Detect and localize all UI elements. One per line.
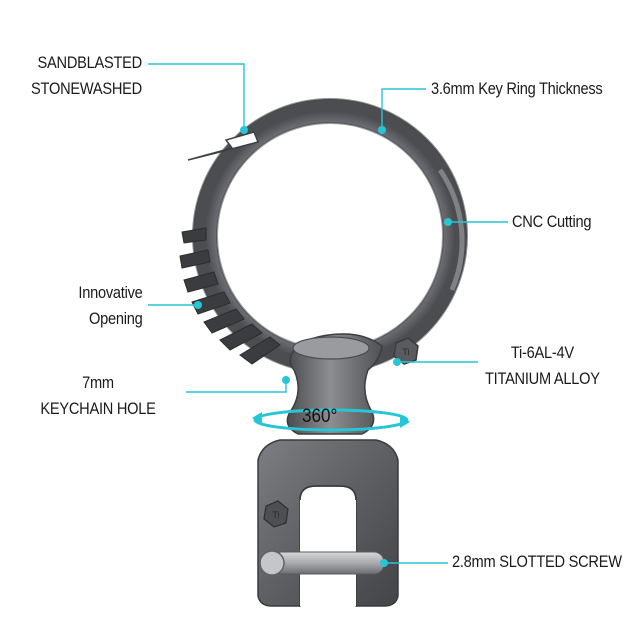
leader-lines [148, 63, 508, 564]
ring-logo-text: Ti [402, 347, 409, 357]
shackle [257, 439, 399, 607]
leader-sandblasted [148, 63, 245, 130]
label-screw: 2.8mm SLOTTED SCREW [452, 552, 622, 571]
ring-logo [393, 337, 419, 365]
leader-dots [194, 126, 452, 567]
rotation-arrow [252, 408, 410, 432]
label-thickness: 3.6mm Key Ring Thickness [431, 79, 603, 98]
shackle-logo-text: Ti [272, 510, 279, 520]
label-innovative: Innovative Opening [77, 283, 142, 328]
ring-notch [187, 131, 260, 161]
label-hole: 7mm KEYCHAIN HOLE [40, 373, 156, 418]
label-cnc: CNC Cutting [512, 212, 592, 231]
leader-hole [186, 380, 287, 393]
shackle-logo [263, 500, 289, 528]
leader-thickness [381, 88, 426, 130]
opening-teeth [179, 227, 281, 365]
label-alloy: Ti-6AL-4V TITANIUM ALLOY [485, 343, 600, 388]
label-rotation: 360° [301, 406, 338, 427]
label-sandblasted: SANDBLASTED STONEWASHED [31, 53, 142, 98]
slotted-screw [271, 551, 385, 575]
key-ring [179, 98, 468, 374]
